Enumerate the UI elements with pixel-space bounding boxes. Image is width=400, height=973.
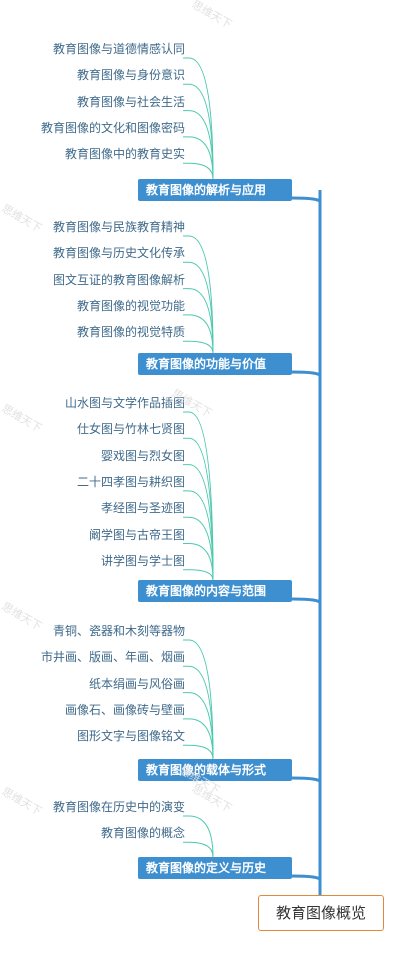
leaf-node[interactable]: 教育图像的视觉功能 — [76, 298, 185, 313]
leaf-node[interactable]: 阚学图与古帝王图 — [88, 527, 185, 542]
connector-line — [183, 57, 214, 180]
leaf-node[interactable]: 纸本绢画与风俗画 — [88, 676, 185, 691]
connector-line — [291, 597, 322, 604]
leaf-node[interactable]: 讲学图与学士图 — [100, 553, 185, 568]
connector-line — [183, 543, 214, 581]
connector-line — [183, 136, 214, 180]
connector-line — [183, 718, 214, 760]
connector-line — [183, 235, 214, 354]
branch-node[interactable]: 教育图像的载体与形式 — [138, 759, 292, 781]
branch-node[interactable]: 教育图像的解析与应用 — [138, 179, 292, 201]
connector-line — [183, 639, 214, 760]
leaf-node[interactable]: 仕女图与竹林七贤图 — [76, 422, 185, 437]
connector-line — [291, 370, 322, 377]
connector-line — [183, 437, 214, 581]
leaf-node[interactable]: 图文互证的教育图像解析 — [52, 272, 185, 287]
leaf-node[interactable]: 教育图像与历史文化传承 — [52, 246, 185, 261]
branch-node[interactable]: 教育图像的内容与范围 — [138, 580, 292, 602]
connector-line — [183, 569, 214, 581]
connector-line — [183, 340, 214, 354]
connector-line — [183, 162, 214, 180]
branch-node[interactable]: 教育图像的功能与价值 — [138, 353, 292, 375]
connector-line — [183, 314, 214, 354]
connector-line — [183, 841, 214, 858]
connector-line — [291, 874, 322, 881]
leaf-node[interactable]: 市井画、版画、年画、烟画 — [40, 650, 185, 665]
leaf-node[interactable]: 教育图像的视觉特质 — [76, 325, 185, 340]
connector-line — [183, 288, 214, 354]
connector-line — [183, 516, 214, 581]
connector-line — [183, 692, 214, 760]
leaf-node[interactable]: 青铜、瓷器和木刻等器物 — [52, 624, 185, 638]
leaf-node[interactable]: 教育图像的概念 — [100, 826, 185, 841]
leaf-node[interactable]: 二十四孝图与耕织图 — [76, 474, 185, 489]
leaf-node[interactable]: 教育图像与社会生活 — [76, 94, 185, 109]
connector-line — [183, 744, 214, 760]
branch-node[interactable]: 教育图像的定义与历史 — [138, 857, 292, 879]
connector-line — [291, 776, 322, 783]
connector-line — [183, 110, 214, 180]
root-node[interactable]: 教育图像概览 — [258, 895, 384, 931]
leaf-node[interactable]: 教育图像与道德情感认同 — [52, 42, 185, 56]
leaf-node[interactable]: 山水图与文学作品插图 — [64, 396, 185, 410]
leaf-node[interactable]: 教育图像与身份意识 — [76, 68, 185, 83]
connector-line — [183, 815, 214, 858]
leaf-node[interactable]: 婴戏图与烈女图 — [100, 448, 185, 463]
leaf-node[interactable]: 孝经图与圣迹图 — [100, 501, 185, 516]
leaf-node[interactable]: 教育图像中的教育史实 — [64, 147, 185, 162]
leaf-node[interactable]: 教育图像的文化和图像密码 — [40, 120, 185, 135]
leaf-node[interactable]: 教育图像在历史中的演变 — [52, 800, 185, 814]
leaf-node[interactable]: 教育图像与民族教育精神 — [52, 220, 185, 234]
connector-line — [291, 196, 322, 203]
leaf-node[interactable]: 图形文字与图像铭文 — [76, 729, 185, 744]
leaf-node[interactable]: 画像石、画像砖与壁画 — [64, 702, 185, 717]
